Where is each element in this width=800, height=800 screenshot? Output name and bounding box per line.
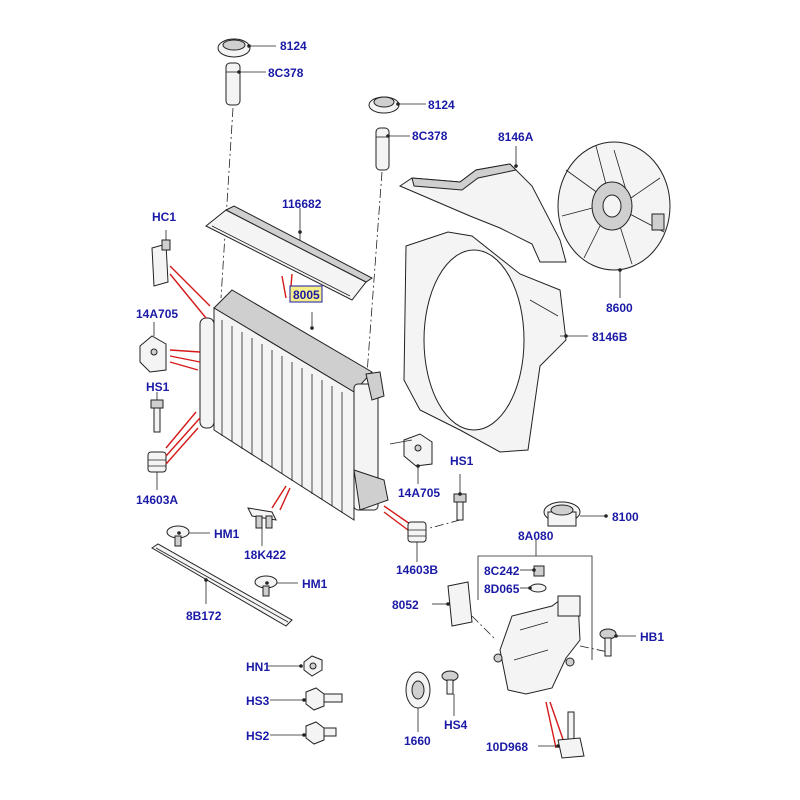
clip-hc1 — [151, 230, 171, 287]
bolt-hs3 — [270, 687, 343, 711]
grommet-14603a — [147, 451, 167, 490]
label-hs1-left[interactable]: HS1 — [146, 380, 170, 394]
bracket-14a705-right — [389, 433, 433, 484]
label-hs2[interactable]: HS2 — [246, 729, 270, 743]
label-14603a[interactable]: 14603A — [136, 493, 178, 507]
highlight-leaders — [165, 265, 567, 749]
expansion-tank-group-box — [477, 540, 593, 660]
tank-cap-8100 — [543, 501, 606, 527]
label-8600[interactable]: 8600 — [606, 301, 633, 315]
bracket-14a705-left — [139, 322, 167, 373]
label-18k422[interactable]: 18K422 — [244, 548, 286, 562]
air-deflector-strip-8b172 — [151, 543, 293, 627]
label-8146b[interactable]: 8146B — [592, 330, 628, 344]
label-1660[interactable]: 1660 — [404, 734, 431, 748]
label-8c378-left[interactable]: 8C378 — [268, 66, 304, 80]
label-hs3[interactable]: HS3 — [246, 694, 270, 708]
leader-dots — [177, 44, 622, 748]
label-8146a[interactable]: 8146A — [498, 130, 534, 144]
radiator-core-fins — [221, 320, 343, 513]
bolt-hb1 — [599, 628, 636, 657]
bolt-hs2 — [270, 721, 337, 745]
hose-connector-right — [375, 127, 410, 171]
cooling-fan-8600 — [557, 141, 671, 298]
fan-shroud-upper-8146a — [398, 146, 567, 263]
radiator-8005 — [199, 289, 389, 521]
radiator-cap-left — [217, 38, 276, 58]
label-8a080[interactable]: 8A080 — [518, 529, 554, 543]
grommet-14603b — [407, 521, 427, 562]
clip-hm1-upper — [166, 525, 210, 547]
bolt-hs4 — [441, 670, 459, 716]
assembly-line-left — [220, 107, 234, 299]
assembly-line-right — [366, 171, 383, 375]
label-8052[interactable]: 8052 — [392, 598, 419, 612]
label-8124-right[interactable]: 8124 — [428, 98, 455, 112]
level-sensor-10d968 — [538, 711, 585, 759]
highlighted-label-box — [289, 285, 323, 303]
radiator-cap-right — [368, 96, 426, 114]
pulley-1660 — [405, 671, 431, 732]
bracket-18k422 — [247, 507, 277, 546]
hose-connector-left — [225, 62, 266, 106]
label-hs4[interactable]: HS4 — [444, 718, 468, 732]
label-14a705-left[interactable]: 14A705 — [136, 307, 178, 321]
bolt-hs1-right — [429, 474, 467, 529]
clip-hm1-lower — [254, 575, 298, 597]
label-8c378-right[interactable]: 8C378 — [412, 129, 448, 143]
sensor-8c242 — [520, 565, 545, 577]
label-14603b[interactable]: 14603B — [396, 563, 438, 577]
bracket-8052 — [432, 581, 497, 641]
label-8100[interactable]: 8100 — [612, 510, 639, 524]
coolant-expansion-tank-8a080 — [493, 595, 609, 695]
label-hs1-right[interactable]: HS1 — [450, 454, 474, 468]
label-hn1[interactable]: HN1 — [246, 660, 270, 674]
fan-shroud-lower-8146b — [403, 231, 588, 453]
label-8b172[interactable]: 8B172 — [186, 609, 222, 623]
upper-deflector-116682 — [205, 205, 373, 301]
seal-8d065 — [520, 583, 547, 593]
label-hm1-lower[interactable]: HM1 — [302, 577, 328, 591]
label-116682[interactable]: 116682 — [282, 197, 322, 211]
label-hb1[interactable]: HB1 — [640, 630, 664, 644]
label-8d065[interactable]: 8D065 — [484, 582, 520, 596]
label-8124-left[interactable]: 8124 — [280, 39, 307, 53]
label-14a705-right[interactable]: 14A705 — [398, 486, 440, 500]
label-8005[interactable]: 8005 — [293, 288, 320, 302]
label-8c242[interactable]: 8C242 — [484, 564, 520, 578]
label-hm1-upper[interactable]: HM1 — [214, 527, 240, 541]
label-hc1[interactable]: HC1 — [152, 210, 176, 224]
label-10d968[interactable]: 10D968 — [486, 740, 528, 754]
nut-hn1 — [268, 655, 323, 677]
bolt-hs1-left — [150, 392, 164, 433]
